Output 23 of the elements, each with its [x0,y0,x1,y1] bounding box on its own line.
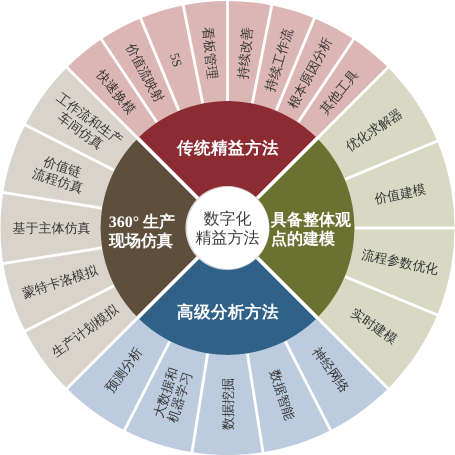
segment-label: 基于主体仿真 [12,220,90,236]
segment-label: 价值链流程仿真 [30,152,86,196]
segment-label: 看板管理 [200,26,220,80]
segment-label: 流程参数优化 [360,247,440,278]
segment-label: 数据智能 [266,368,298,422]
segment-label: 实时建模 [348,304,400,347]
ring-segment [184,1,227,104]
sector-label: 传统精益方法 [177,138,279,158]
sector-label: 具备整体观点的建模 [271,212,351,250]
segment-label: 蒙特卡洛模拟 [20,263,100,302]
segment-label: 持续工作流 [262,26,296,93]
segment-label: 优化求解器 [342,106,406,155]
segment-label: 5S [167,50,186,68]
sector-label: 高级分析方法 [177,302,279,322]
segment-label: 持续改善 [234,26,255,80]
segment-label: 神经网络 [309,344,352,396]
segment-label: 数据挖掘 [220,378,236,430]
center-label: 数字化精益方法 [196,211,260,249]
ring-segment [0,193,102,263]
segment-label: 大数据和机器学习 [150,366,196,425]
segment-label: 价值建模 [373,181,428,206]
sector-label: 360° 生产现场仿真 [108,214,176,252]
ring-segment [193,353,262,455]
